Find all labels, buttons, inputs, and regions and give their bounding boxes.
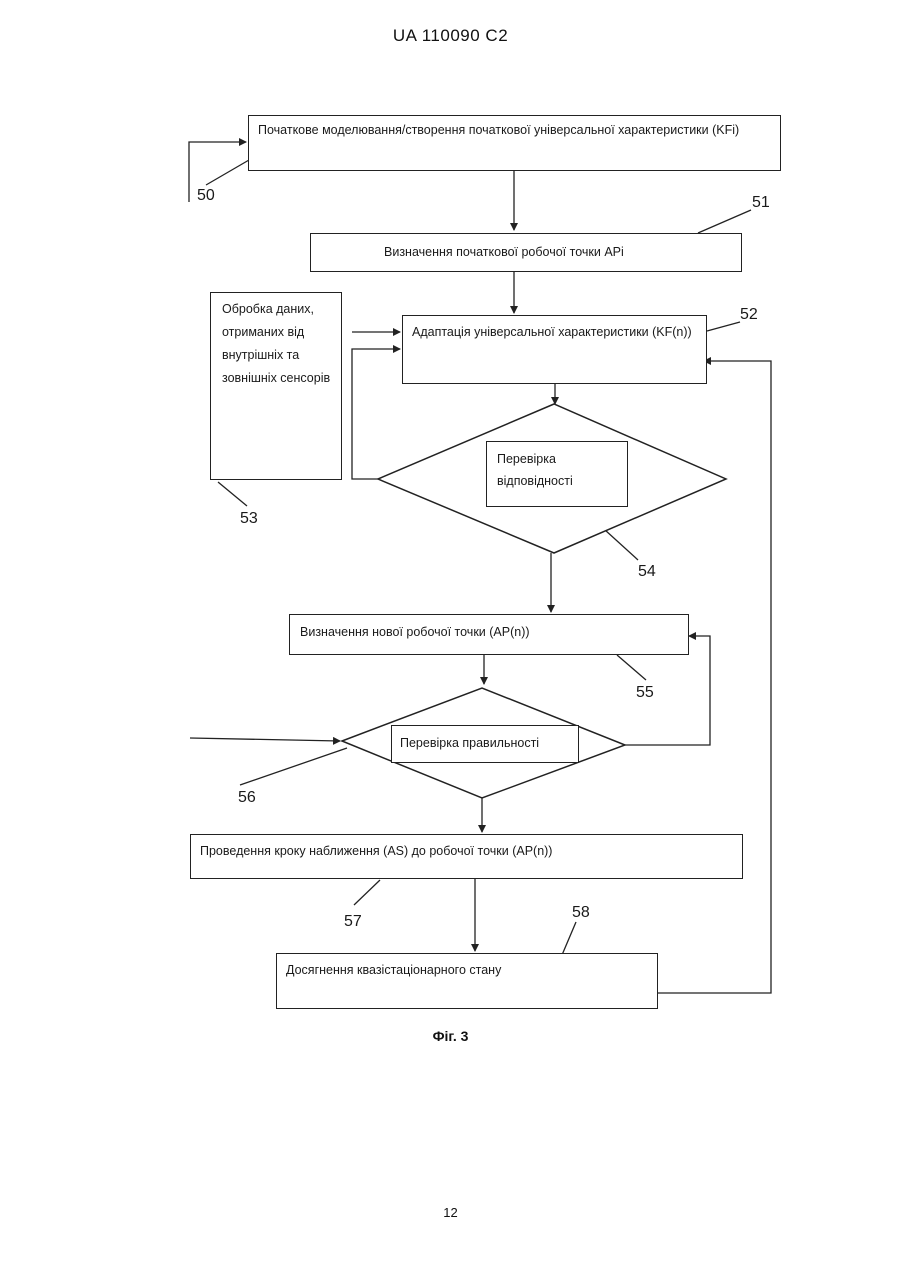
ref-58: 58	[572, 904, 590, 922]
ref-55: 55	[636, 684, 654, 702]
block-53-text: Обробка даних, отриманих від внутрішніх …	[222, 298, 334, 390]
block-54-text: Перевірка відповідності	[497, 448, 592, 492]
ref-52: 52	[740, 306, 758, 324]
figure-caption: Фіг. 3	[0, 1028, 901, 1044]
block-50-text: Початкове моделювання/створення початков…	[258, 120, 773, 140]
ref-50: 50	[197, 187, 215, 205]
patent-header: UA 110090 C2	[0, 26, 901, 46]
block-52-text: Адаптація універсальної характеристики (…	[412, 322, 702, 342]
ref-53: 53	[240, 510, 258, 528]
block-55-text: Визначення нової робочої точки (AP(n))	[300, 622, 530, 642]
block-58-text: Досягнення квазістаціонарного стану	[286, 960, 501, 980]
ref-51: 51	[752, 194, 770, 212]
page-number: 12	[0, 1205, 901, 1220]
ref-54: 54	[638, 563, 656, 581]
ref-57: 57	[344, 913, 362, 931]
ref-56: 56	[238, 789, 256, 807]
block-51-text: Визначення початкової робочої точки APi	[384, 242, 624, 262]
block-56-text: Перевірка правильності	[400, 733, 539, 753]
block-57-text: Проведення кроку наближення (AS) до робо…	[200, 841, 552, 861]
